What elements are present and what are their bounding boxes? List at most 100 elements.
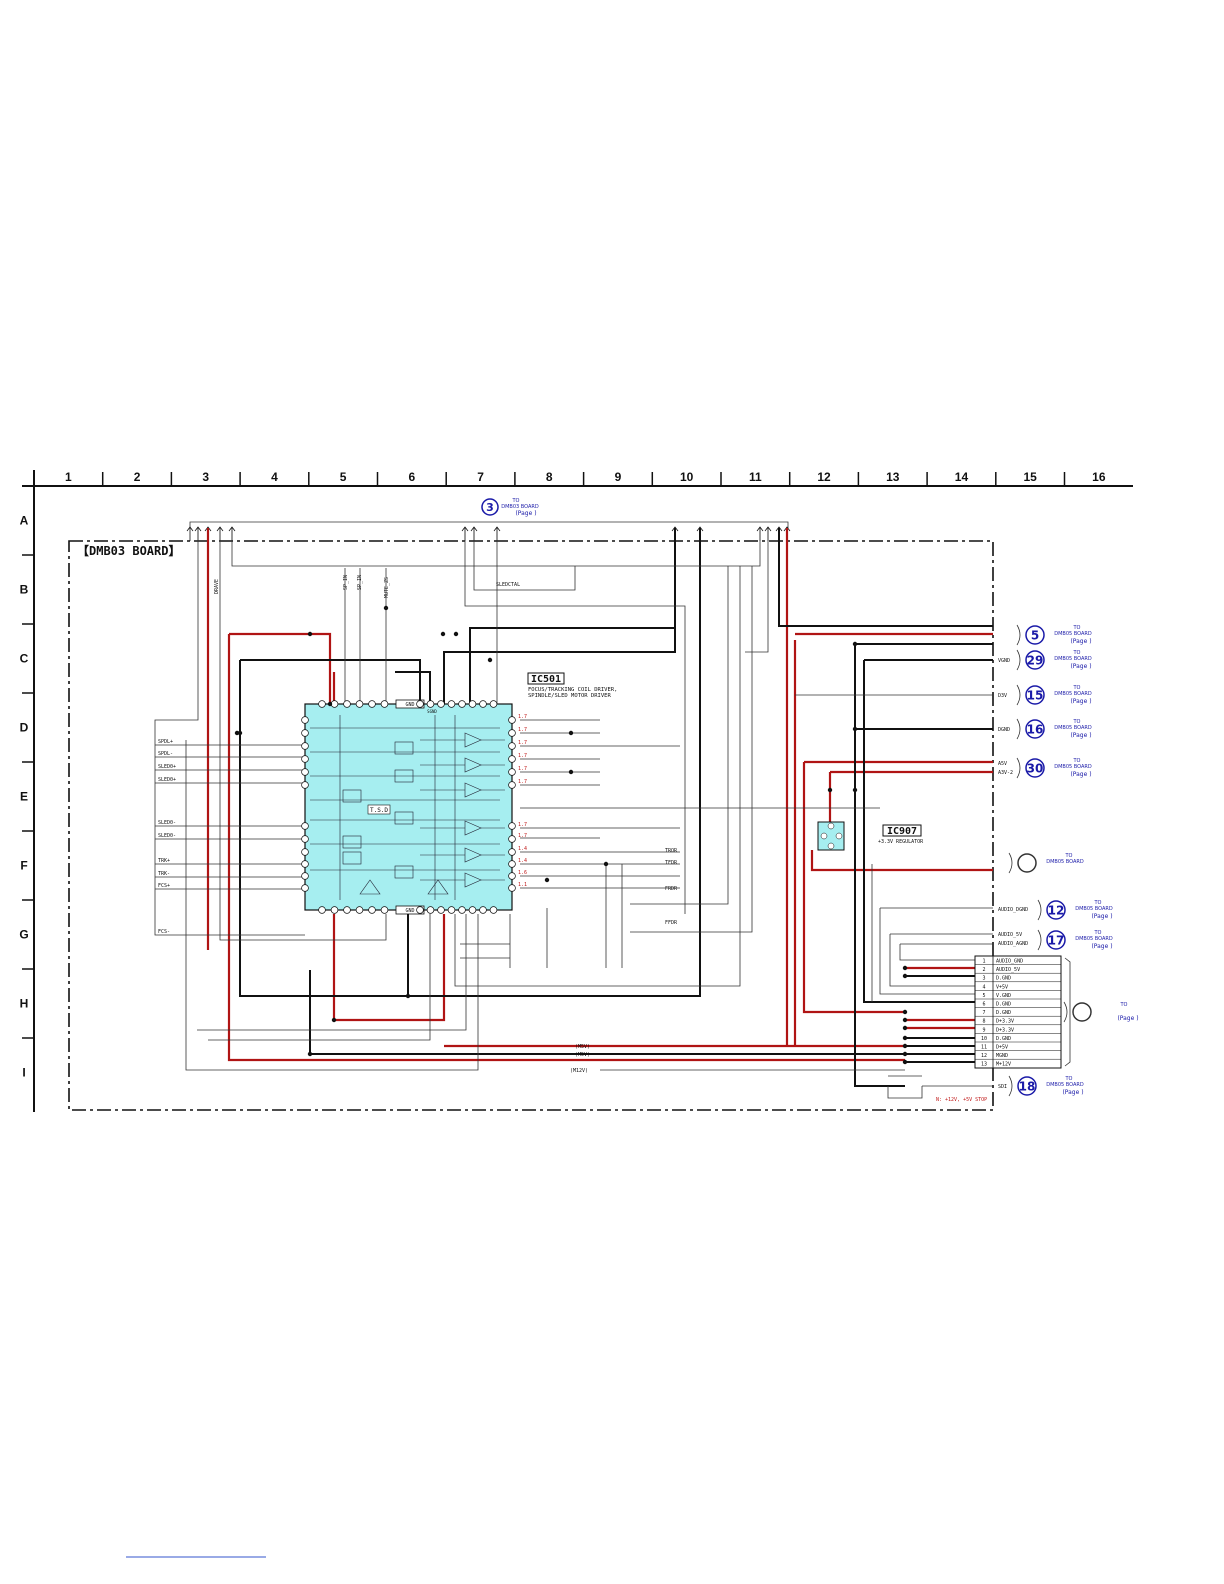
svg-text:(Page ): (Page ) <box>515 510 536 517</box>
connector-3[interactable]: 3 TO DMB03 BOARD (Page ) <box>481 498 539 517</box>
svg-text:30: 30 <box>1027 762 1044 776</box>
top-signal-labels: SP_IN SP_IN MUTE_ZS SLEDCTAL DRAVE <box>214 575 520 598</box>
svg-text:DMB05 BOARD: DMB05 BOARD <box>1054 691 1092 697</box>
ic501-pin <box>508 729 516 737</box>
svg-text:18: 18 <box>1019 1080 1036 1094</box>
svg-text:A3V-2: A3V-2 <box>998 770 1013 776</box>
ic501-pin <box>301 860 309 868</box>
pin-name: D+5V <box>996 1045 1008 1051</box>
svg-text:AUDIO_DGND: AUDIO_DGND <box>998 907 1028 913</box>
svg-text:DMB05 BOARD: DMB05 BOARD <box>1046 1082 1084 1088</box>
svg-text:(Page ): (Page ) <box>1070 698 1091 705</box>
svg-text:SPINDLE/SLED MOTOR DRIVER: SPINDLE/SLED MOTOR DRIVER <box>528 693 611 699</box>
ic501-pin <box>330 906 339 914</box>
svg-text:DMB05 BOARD: DMB05 BOARD <box>1075 936 1113 942</box>
ic501-pin <box>301 781 309 789</box>
ic501-pin <box>368 700 376 708</box>
ic907-body[interactable] <box>817 821 845 851</box>
voltage-value: 1.4 <box>518 846 527 852</box>
left-signal-labels: SPDL+SPDL-SLED0+SLED0+SLED0-SLED0-TRK+TR… <box>155 739 305 935</box>
ic501-pin <box>437 906 445 914</box>
ic501-pin <box>426 906 435 914</box>
voltage-value: 1.7 <box>518 714 527 720</box>
svg-text:(M12V): (M12V) <box>570 1068 588 1074</box>
pin-number: 8 <box>982 1019 985 1025</box>
svg-text:MUTE_ZS: MUTE_ZS <box>384 577 390 598</box>
grid-col-4: 4 <box>271 470 278 484</box>
signal-label: SPDL+ <box>158 739 173 745</box>
svg-text:16: 16 <box>1027 723 1044 737</box>
voltage-value: 1.7 <box>518 766 527 772</box>
pin-number: 12 <box>981 1053 987 1059</box>
red-power-wires <box>206 528 993 1062</box>
ic501-pin <box>508 755 516 763</box>
voltage-value: 1.7 <box>518 779 527 785</box>
ic501-pin <box>447 906 456 914</box>
grid-col-16: 16 <box>1092 470 1106 484</box>
svg-text:15: 15 <box>1027 689 1044 703</box>
grid-col-15: 15 <box>1023 470 1037 484</box>
pin-name: D.GND <box>996 976 1011 982</box>
ic501-pin <box>416 700 424 708</box>
svg-text:TO: TO <box>1073 685 1081 691</box>
ic501-pin <box>318 906 326 914</box>
ic501-pin <box>458 906 466 914</box>
pin-name: V.GND <box>996 993 1011 999</box>
junction-dots <box>234 605 908 1065</box>
connector-unnumbered[interactable]: TO(Page ) <box>1063 1001 1139 1023</box>
ic501-pin <box>416 906 424 914</box>
pin-name: MGND <box>996 1053 1008 1059</box>
svg-text:FRDR: FRDR <box>665 886 678 892</box>
ic501-pin <box>301 872 309 880</box>
ic501-pin <box>508 848 516 856</box>
ic501-pin <box>355 700 364 708</box>
svg-text:3: 3 <box>486 501 494 514</box>
svg-text:A5V: A5V <box>998 761 1007 767</box>
voltage-value: 1.7 <box>518 727 527 733</box>
pin-number: 6 <box>982 1002 985 1008</box>
svg-text:D3V: D3V <box>998 693 1007 699</box>
ic501-pin <box>468 906 477 914</box>
ic501-pin <box>301 848 309 856</box>
ic501-pin <box>508 860 516 868</box>
ic501-pin <box>380 700 389 708</box>
ic501-body[interactable]: GND SGND GND T.S.D <box>301 699 516 915</box>
board-boundary <box>68 540 994 1111</box>
svg-text:5: 5 <box>1031 629 1039 643</box>
svg-text:(Page ): (Page ) <box>1070 663 1091 670</box>
svg-text:TO: TO <box>1073 650 1081 656</box>
svg-text:IC501: IC501 <box>531 674 561 685</box>
pin-name: AUDIO_GND <box>996 959 1023 965</box>
grid-row-C: C <box>20 652 29 666</box>
ic501-pin <box>508 822 516 830</box>
net-labels: VGND D3V DGND A5V A3V-2 AUDIO_DGND AUDIO… <box>998 658 1028 1090</box>
grid-col-13: 13 <box>886 470 900 484</box>
ic501-pin <box>301 822 309 830</box>
svg-text:DMB05 BOARD: DMB05 BOARD <box>1054 656 1092 662</box>
pin-name: D.GND <box>996 1036 1011 1042</box>
signal-label: SLED0- <box>158 820 176 826</box>
svg-text:29: 29 <box>1027 654 1044 668</box>
svg-text:DGND: DGND <box>998 727 1010 733</box>
grid-col-2: 2 <box>134 470 141 484</box>
svg-text:GND: GND <box>405 702 414 708</box>
svg-text:DMB05 BOARD: DMB05 BOARD <box>1054 764 1092 770</box>
grid-row-E: E <box>20 790 28 804</box>
pin-name: M+12V <box>996 1062 1011 1068</box>
ic501-pin <box>380 906 389 914</box>
svg-text:DMB05 BOARD: DMB05 BOARD <box>1046 859 1084 865</box>
ic501-pin <box>508 716 516 724</box>
ic501-pin <box>355 906 364 914</box>
ic501-pin <box>343 906 351 914</box>
